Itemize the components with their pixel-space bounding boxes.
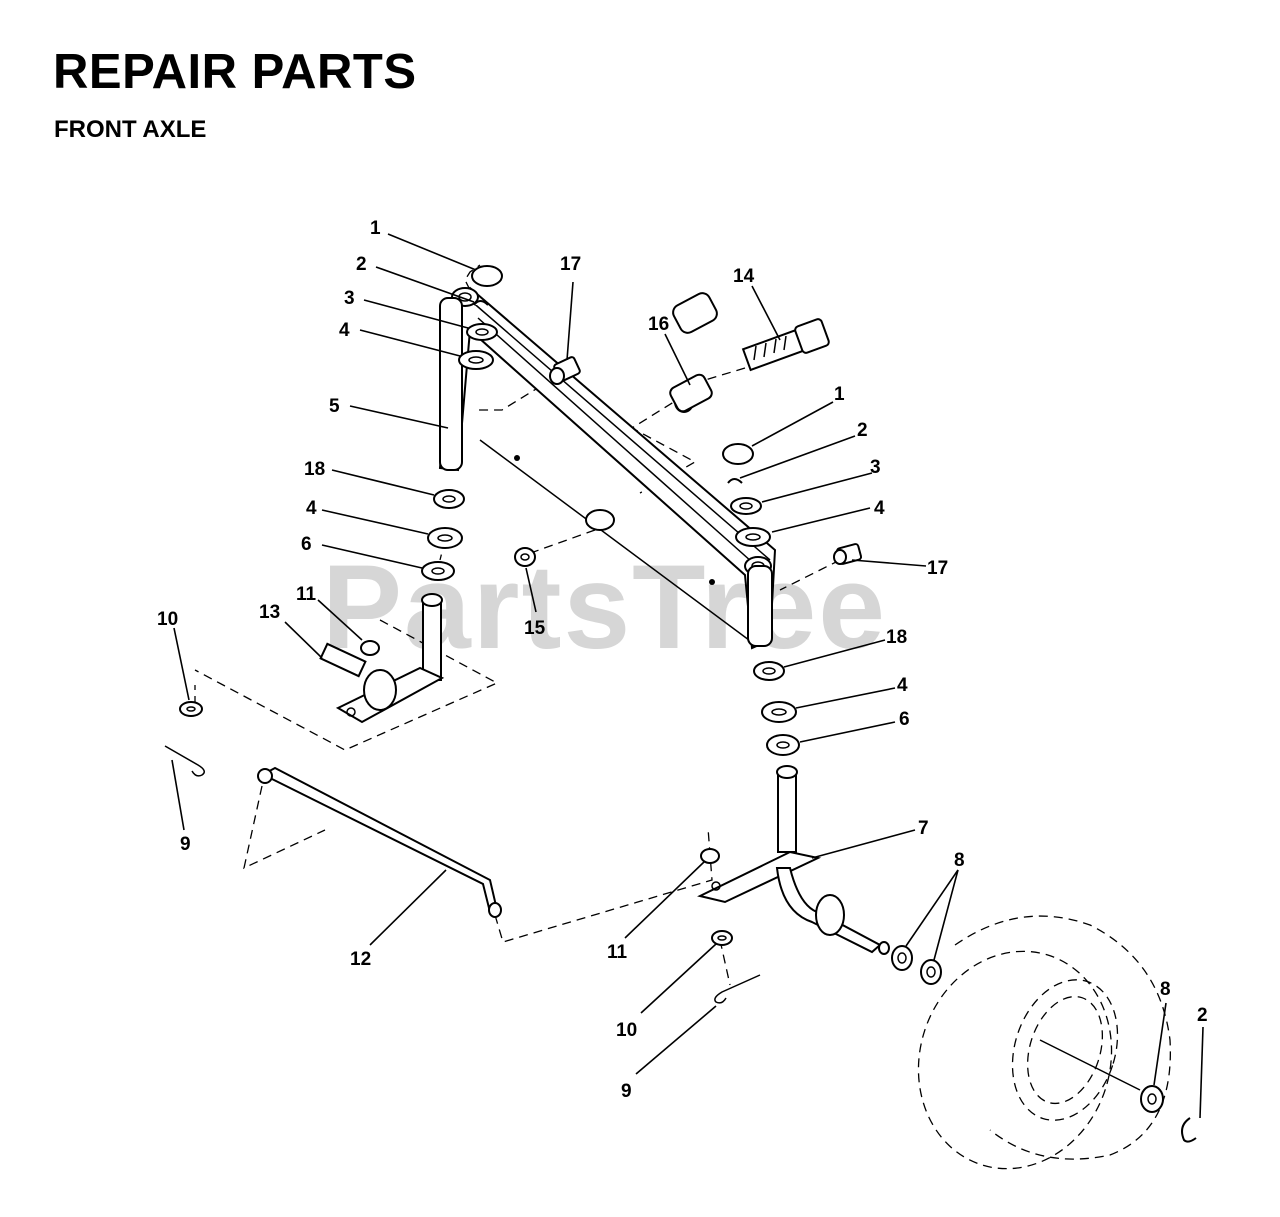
left-cotter-washer bbox=[164, 701, 205, 777]
callout-1: 1 bbox=[370, 218, 381, 239]
callout-5: 5 bbox=[329, 396, 340, 417]
callout-10: 10 bbox=[616, 1020, 637, 1041]
watermark: PartsTree bbox=[322, 540, 887, 674]
right-top-stack bbox=[722, 443, 863, 565]
callout-7: 7 bbox=[918, 818, 929, 839]
callout-11: 11 bbox=[607, 942, 628, 963]
callout-16: 16 bbox=[648, 314, 669, 335]
left-top-stack bbox=[458, 265, 503, 370]
leader-lines bbox=[171, 233, 1204, 1119]
callout-10: 10 bbox=[157, 609, 178, 630]
callout-18: 18 bbox=[886, 627, 907, 648]
callout-6: 6 bbox=[899, 709, 910, 730]
center-hardware bbox=[514, 292, 830, 567]
callout-4: 4 bbox=[306, 498, 317, 519]
callout-18: 18 bbox=[304, 459, 325, 480]
callout-4: 4 bbox=[874, 498, 885, 519]
section-subtitle: FRONT AXLE bbox=[54, 116, 207, 143]
callout-14: 14 bbox=[733, 266, 755, 287]
callout-9: 9 bbox=[180, 834, 191, 855]
left-lower-stack bbox=[319, 489, 465, 724]
callout-labels: 1 2 3 4 5 18 4 6 11 13 10 9 12 15 17 16 … bbox=[157, 218, 1208, 1102]
callout-1: 1 bbox=[834, 384, 845, 405]
callout-8: 8 bbox=[954, 850, 965, 871]
callout-2: 2 bbox=[1197, 1005, 1208, 1026]
callout-15: 15 bbox=[524, 618, 546, 639]
callout-13: 13 bbox=[259, 602, 280, 623]
wheel-outline bbox=[917, 915, 1172, 1170]
callout-17: 17 bbox=[560, 254, 581, 275]
callout-11: 11 bbox=[296, 584, 317, 605]
right-lower-stack bbox=[697, 661, 890, 955]
callout-3: 3 bbox=[344, 288, 355, 309]
page-title: REPAIR PARTS bbox=[53, 45, 417, 99]
callout-17: 17 bbox=[927, 558, 948, 579]
callout-12: 12 bbox=[350, 949, 371, 970]
callout-9: 9 bbox=[621, 1081, 632, 1102]
callout-3: 3 bbox=[870, 457, 881, 478]
callout-6: 6 bbox=[301, 534, 312, 555]
callout-4: 4 bbox=[339, 320, 350, 341]
drag-link bbox=[257, 766, 502, 918]
callout-8: 8 bbox=[1160, 979, 1171, 1000]
callout-2: 2 bbox=[356, 254, 367, 275]
right-washers bbox=[711, 930, 1197, 1143]
callout-4: 4 bbox=[897, 675, 908, 696]
callout-2: 2 bbox=[857, 420, 868, 441]
